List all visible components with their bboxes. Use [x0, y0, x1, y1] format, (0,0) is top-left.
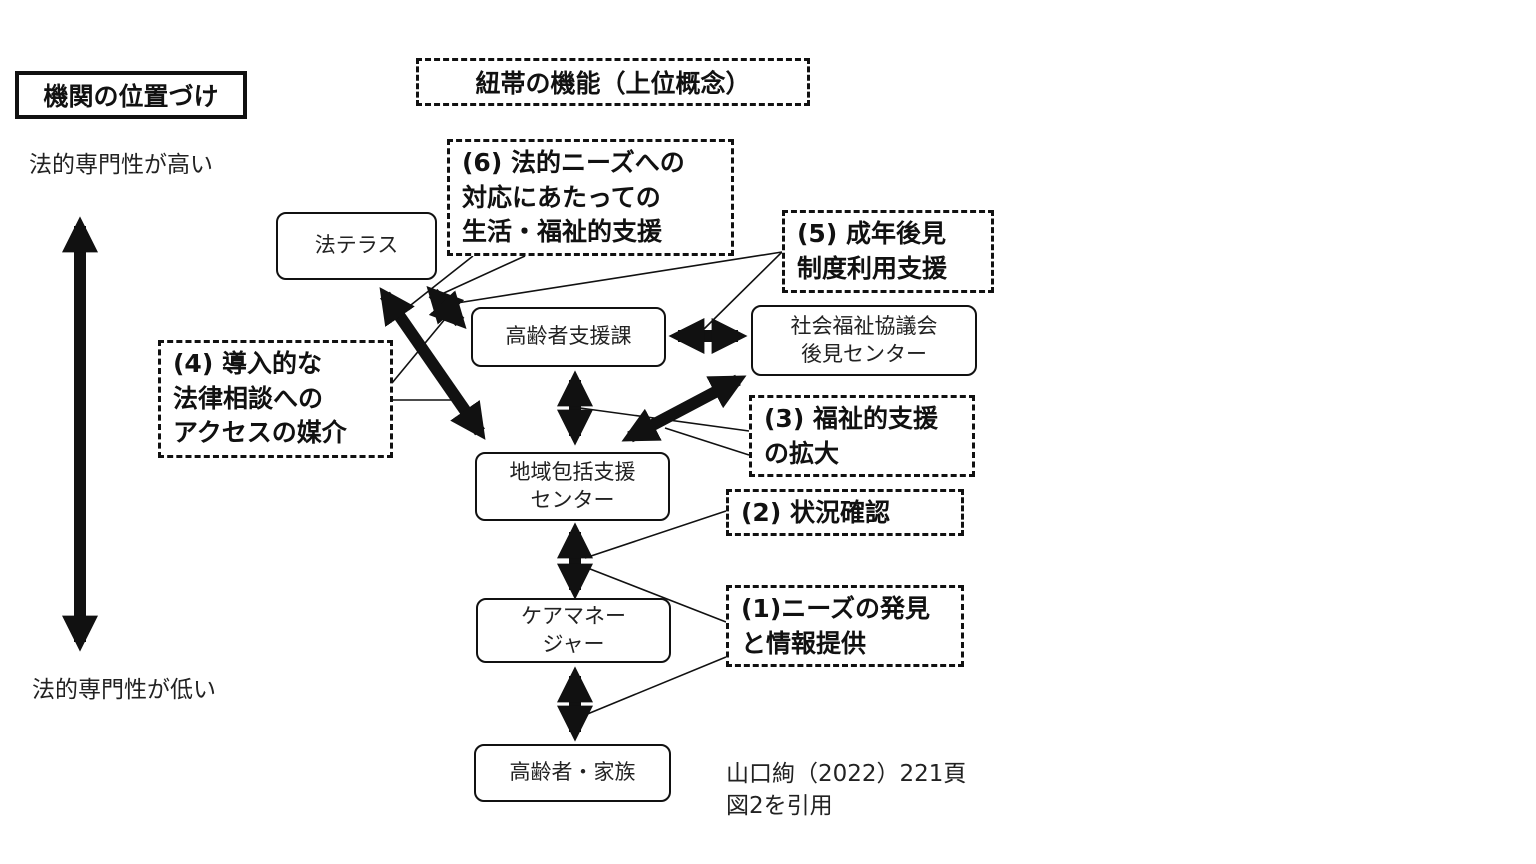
function-box-6: (6) 法的ニーズへの 対応にあたっての 生活・福祉的支援 — [447, 139, 734, 256]
node-elderly-family: 高齢者・家族 — [474, 744, 671, 802]
function-title-text: 紐帯の機能（上位概念） — [475, 69, 751, 98]
arrow-houterasu-center — [379, 287, 486, 440]
leader-line-f1-b — [584, 656, 727, 716]
function-box-5: (5) 成年後見 制度利用支援 — [782, 210, 994, 293]
function-box-4: (4) 導入的な 法律相談への アクセスの媒介 — [158, 340, 393, 458]
function-title: 紐帯の機能（上位概念） — [416, 58, 810, 106]
citation-line2: 図2を引用 — [726, 793, 833, 820]
position-title: 機関の位置づけ — [15, 71, 247, 119]
node-care-manager-line1: ケアマネー — [521, 604, 626, 629]
function-2-line1: (2) 状況確認 — [741, 498, 890, 527]
function-4-line3: アクセスの媒介 — [173, 418, 347, 447]
function-1-line1: (1)ニーズの発見 — [741, 594, 930, 623]
axis-high-label: 法的専門性が高い — [29, 152, 213, 178]
node-social-welfare-council-line1: 社会福祉協議会 — [790, 314, 938, 339]
function-box-1: (1)ニーズの発見 と情報提供 — [726, 585, 964, 667]
function-box-3: (3) 福祉的支援 の拡大 — [749, 395, 975, 477]
position-title-text: 機関の位置づけ — [43, 82, 219, 111]
function-4-line1: (4) 導入的な — [173, 349, 322, 378]
node-elderly-support-division: 高齢者支援課 — [471, 307, 666, 367]
function-5-line1: (5) 成年後見 — [797, 219, 946, 248]
function-5-line2: 制度利用支援 — [797, 253, 948, 283]
node-houterasu-label: 法テラス — [314, 233, 399, 258]
citation-line1: 山口絢（2022）221頁 — [726, 761, 967, 787]
function-4-line2: 法律相談への — [173, 383, 324, 413]
leader-line-f5-b — [702, 251, 783, 331]
arrow-council-center — [621, 374, 747, 443]
node-houterasu: 法テラス — [276, 212, 437, 280]
function-6-line1: (6) 法的ニーズへの — [462, 148, 685, 177]
node-social-welfare-council-line2: 後見センター — [801, 341, 927, 366]
leader-line-f1-a — [584, 566, 727, 623]
node-elderly-family-label: 高齢者・家族 — [509, 760, 636, 785]
node-community-support-center-line2: センター — [530, 487, 615, 512]
node-community-support-center: 地域包括支援 センター — [475, 452, 670, 521]
function-1-line2: と情報提供 — [741, 628, 867, 658]
citation: 山口絢（2022）221頁 図2を引用 — [726, 758, 966, 822]
function-box-2: (2) 状況確認 — [726, 489, 964, 536]
node-social-welfare-council: 社会福祉協議会 後見センター — [751, 305, 977, 376]
function-3-line1: (3) 福祉的支援 — [764, 404, 938, 433]
leader-line-f3-b — [664, 427, 750, 456]
node-care-manager: ケアマネー ジャー — [476, 598, 671, 663]
function-6-line3: 生活・福祉的支援 — [462, 217, 663, 246]
leader-line-f5-a — [456, 251, 783, 304]
node-elderly-support-division-label: 高齢者支援課 — [505, 324, 632, 349]
leader-line-f2 — [584, 510, 727, 559]
node-community-support-center-line1: 地域包括支援 — [509, 460, 636, 485]
function-6-line2: 対応にあたっての — [462, 182, 661, 212]
node-care-manager-line2: ジャー — [542, 631, 605, 656]
axis-low-label: 法的専門性が低い — [32, 677, 216, 703]
function-3-line2: の拡大 — [764, 438, 840, 468]
arrow-houterasu-division — [426, 285, 467, 330]
